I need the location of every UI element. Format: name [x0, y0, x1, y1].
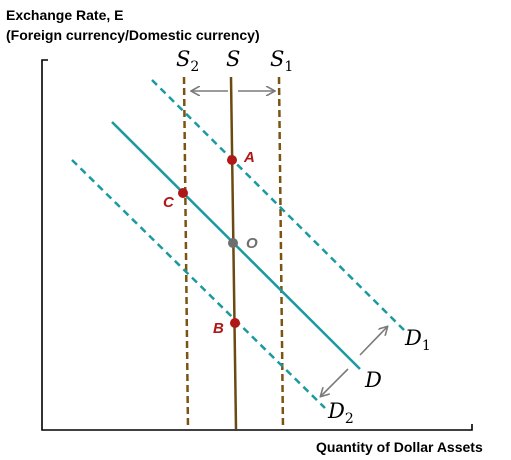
point-a	[227, 155, 237, 165]
supply-curve-s	[229, 76, 238, 430]
label-s1: S1	[270, 47, 293, 75]
point-label-a: A	[243, 149, 255, 166]
demand-curve-d1	[151, 79, 405, 331]
arrow-demand-down	[321, 368, 349, 396]
axes	[41, 59, 473, 431]
x-axis-label: Quantity of Dollar Assets	[316, 439, 483, 455]
label-s: S	[226, 47, 240, 71]
point-label-b: B	[213, 320, 224, 337]
y-axis-label-line2: (Foreign currency/Domestic currency)	[6, 27, 260, 43]
supply-curve-s1	[277, 76, 285, 430]
demand-curve-d2	[71, 159, 326, 409]
label-d2: D2	[327, 399, 354, 427]
supply-curve-s2	[182, 76, 190, 430]
point-o	[228, 238, 238, 248]
label-s2: S2	[176, 47, 199, 75]
label-d1: D1	[404, 326, 431, 354]
arrow-demand-up	[359, 327, 387, 356]
point-c	[178, 188, 188, 198]
point-b	[230, 318, 240, 328]
point-label-o: O	[246, 235, 258, 252]
point-label-c: C	[163, 194, 175, 211]
y-axis-label-line1: Exchange Rate, E	[6, 7, 124, 23]
label-d: D	[364, 368, 382, 392]
